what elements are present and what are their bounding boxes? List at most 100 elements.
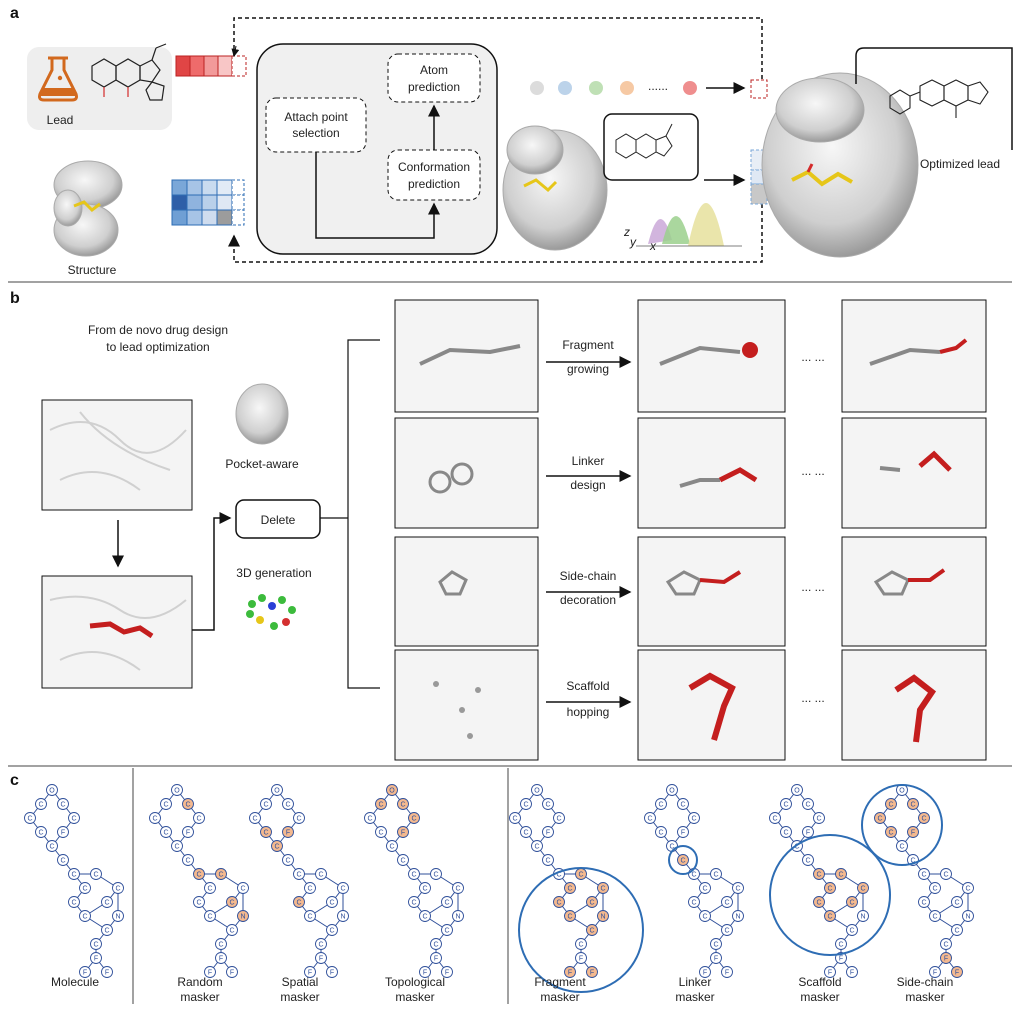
masker-ring (668, 845, 698, 875)
atom-symbol: C (921, 816, 926, 823)
structure-protein (53, 160, 123, 257)
atom-node (293, 896, 305, 908)
task-3-line1: Scaffold (566, 679, 609, 693)
atom-node (586, 966, 598, 978)
atom-node (732, 910, 744, 922)
atom-node (655, 798, 667, 810)
atom-symbol: C (60, 802, 65, 809)
atom-node (326, 896, 338, 908)
atom-node (386, 840, 398, 852)
atom-node (271, 840, 283, 852)
atom-symbol: C (534, 844, 539, 851)
atom-symbol: C (196, 816, 201, 823)
atom-node (710, 952, 722, 964)
lead-token-row (175, 55, 247, 77)
atom-node (35, 798, 47, 810)
atom-symbol: C (545, 802, 550, 809)
atom-node (710, 868, 722, 880)
atom-symbol: C (263, 802, 268, 809)
atom-symbol: C (680, 802, 685, 809)
atom-symbol: C (229, 928, 234, 935)
atom-symbol: C (556, 816, 561, 823)
atom-line2: prediction (408, 80, 460, 94)
atom-symbol: C (444, 928, 449, 935)
atom-symbol: C (849, 900, 854, 907)
masker-label-3-2: masker (395, 990, 434, 1004)
atom-node (293, 868, 305, 880)
atom-node (35, 826, 47, 838)
atom-node (79, 882, 91, 894)
ligand-red (89, 621, 154, 639)
atom-symbol: C (943, 942, 948, 949)
atom-node (688, 896, 700, 908)
atom-symbol: C (174, 844, 179, 851)
atom-node (564, 882, 576, 894)
atom-node (813, 868, 825, 880)
atom-node (857, 910, 869, 922)
atom-node (68, 868, 80, 880)
atom-symbol: C (93, 872, 98, 879)
atom-node (846, 896, 858, 908)
token-dots (530, 81, 697, 95)
dots-ellipsis: ...... (648, 79, 668, 93)
masker-label-5-2: masker (675, 990, 714, 1004)
masker-label-3-1: Topological (385, 975, 445, 989)
atom-node (79, 910, 91, 922)
masker-label-1-2: masker (180, 990, 219, 1004)
atom-node (597, 882, 609, 894)
atom-symbol: C (578, 872, 583, 879)
atom-node (24, 812, 36, 824)
atom-node (386, 784, 398, 796)
atom-node (885, 798, 897, 810)
atom-node (282, 854, 294, 866)
atom-node (249, 812, 261, 824)
atom-symbol: C (340, 886, 345, 893)
atom-symbol: C (263, 830, 268, 837)
atom-node (509, 812, 521, 824)
atom-symbol: C (669, 844, 674, 851)
atom-node (337, 882, 349, 894)
atom-symbol: C (422, 886, 427, 893)
atom-node (193, 896, 205, 908)
atom-node (68, 812, 80, 824)
atom-symbol: C (816, 872, 821, 879)
axis-y: y (629, 235, 637, 249)
atom-node (791, 784, 803, 796)
atom-node (721, 896, 733, 908)
atom-symbol: O (899, 788, 905, 795)
atom-node (408, 812, 420, 824)
distribution-plot (636, 203, 742, 247)
pocket-aware-label: Pocket-aware (225, 457, 299, 471)
atom-node (193, 868, 205, 880)
optimized-molecule (889, 79, 989, 118)
atom-node (364, 812, 376, 824)
atom-node (452, 910, 464, 922)
atom-node (835, 938, 847, 950)
atom-symbol: C (783, 830, 788, 837)
atom-node (215, 868, 227, 880)
atom-node (419, 910, 431, 922)
atom-symbol: C (921, 872, 926, 879)
zoom-molecule-box (603, 113, 699, 181)
atom-symbol: C (805, 858, 810, 865)
atom-symbol: F (230, 970, 234, 977)
atom-symbol: C (735, 886, 740, 893)
atom-symbol: F (308, 970, 312, 977)
task-0-line2: growing (567, 362, 609, 376)
atom-node (699, 966, 711, 978)
atom-node (918, 868, 930, 880)
atom-symbol: C (400, 802, 405, 809)
atom-symbol: C (954, 928, 959, 935)
atom-node (677, 854, 689, 866)
conf-line1: Conformation (398, 160, 470, 174)
atom-line1: Atom (420, 63, 448, 77)
atom-symbol: N (735, 914, 740, 921)
atom-node (780, 826, 792, 838)
atom-symbol: C (691, 872, 696, 879)
atom-node (918, 896, 930, 908)
lead-label: Lead (47, 113, 74, 127)
atom-node (215, 952, 227, 964)
